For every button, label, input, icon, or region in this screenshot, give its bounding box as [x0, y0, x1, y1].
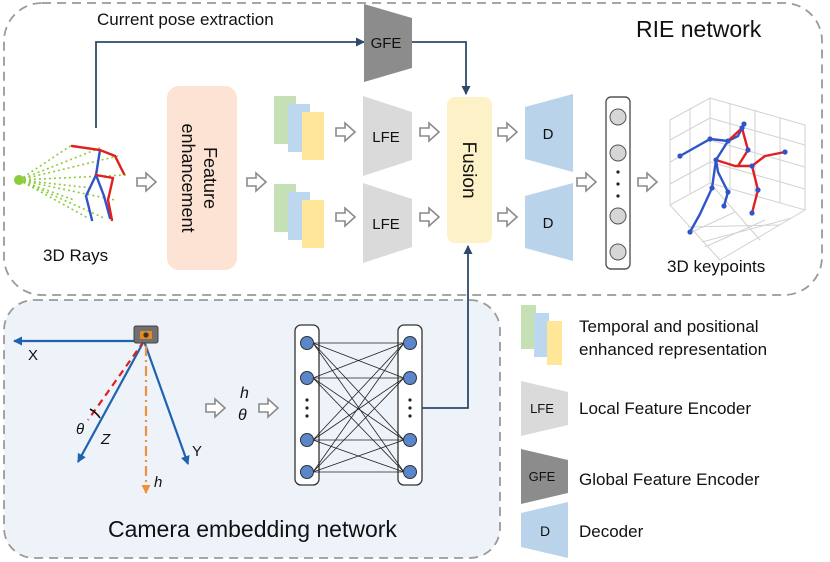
gfe-to-fusion-arrow: [412, 41, 471, 95]
feature-enhancement-label: Featureenhancement: [178, 123, 220, 232]
legend-text-temporal: Temporal and positional enhanced represe…: [579, 317, 767, 359]
fusion-label: Fusion: [458, 141, 479, 198]
pose-extraction-label: Current pose extraction: [97, 10, 274, 29]
legend-swatch-gfe: [521, 449, 568, 504]
lfe-block-top: [363, 96, 412, 176]
mlp-edge: [312, 342, 405, 473]
theta-angle-label: θ: [76, 421, 84, 438]
feature-stack-bottom: [274, 184, 324, 248]
legend: Temporal and positional enhanced represe…: [521, 305, 767, 558]
mlp-edge: [312, 342, 405, 441]
gfe-block: [364, 4, 412, 82]
legend-badge-lfe: LFE: [530, 401, 554, 416]
decoder-label-bottom: D: [543, 215, 554, 232]
legend-badge-decoder: D: [540, 523, 550, 539]
camera-embedding-title: Camera embedding network: [108, 516, 397, 542]
mlp-network: [294, 324, 423, 486]
height-h-label: h: [154, 474, 162, 491]
mlp-to-fusion-arrow: [422, 245, 473, 409]
arrow-lfe-top-to-fusion: [419, 122, 440, 142]
arrow-decoder-to-vector: [576, 172, 597, 192]
camera-geometry: [13, 325, 190, 494]
arrow-rays-to-fe: [136, 172, 157, 192]
param-h: h: [240, 385, 249, 402]
rie-network-panel: [3, 2, 823, 296]
pose-extraction-arrow: [95, 37, 365, 128]
arrow-vector-to-keypoints: [637, 172, 658, 192]
arrow-fusion-to-decoder-top: [497, 122, 518, 142]
arrow-fusion-to-decoder-bottom: [497, 207, 518, 227]
mlp-edge: [312, 377, 405, 473]
legend-swatch-decoder: [521, 502, 568, 558]
legend-swatch-lfe: [521, 381, 568, 436]
legend-badge-gfe: GFE: [529, 469, 556, 484]
axis-z-label: Z: [100, 431, 111, 448]
axis-x-label: X: [28, 347, 38, 364]
legend-swatch-temporal: [521, 305, 562, 365]
decoder-block-top: [525, 94, 573, 172]
fusion-block: [447, 97, 492, 243]
axis-y-label: Y: [192, 443, 202, 460]
rays-icon: [14, 144, 127, 222]
lfe-label-top: LFE: [372, 129, 400, 146]
arrow-stack-to-lfe-bottom: [335, 207, 356, 227]
keypoints-3d-plot: [669, 97, 806, 261]
arrow-stack-to-lfe-top: [335, 122, 356, 142]
legend-text-decoder: Decoder: [579, 522, 644, 541]
rie-network-title: RIE network: [636, 16, 762, 42]
arrow-fe-to-stacks: [246, 172, 267, 192]
legend-text-gfe: Global Feature Encoder: [579, 470, 760, 489]
arrow-lfe-bottom-to-fusion: [419, 207, 440, 227]
lfe-block-bottom: [363, 183, 412, 263]
param-theta: θ: [238, 407, 247, 424]
mlp-edge: [312, 377, 405, 441]
mlp-edge: [312, 439, 405, 473]
keypoints-label: 3D keypoints: [667, 257, 765, 276]
output-vector: [605, 96, 631, 270]
legend-text-lfe: Local Feature Encoder: [579, 399, 751, 418]
feature-stack-top: [274, 96, 324, 160]
rays-label: 3D Rays: [43, 246, 108, 265]
feature-enhancement-block: [167, 86, 237, 270]
decoder-block-bottom: [525, 183, 573, 261]
decoder-label-top: D: [543, 126, 554, 143]
gfe-label: GFE: [371, 35, 402, 52]
mlp-edge: [312, 342, 405, 379]
lfe-label-bottom: LFE: [372, 216, 400, 233]
